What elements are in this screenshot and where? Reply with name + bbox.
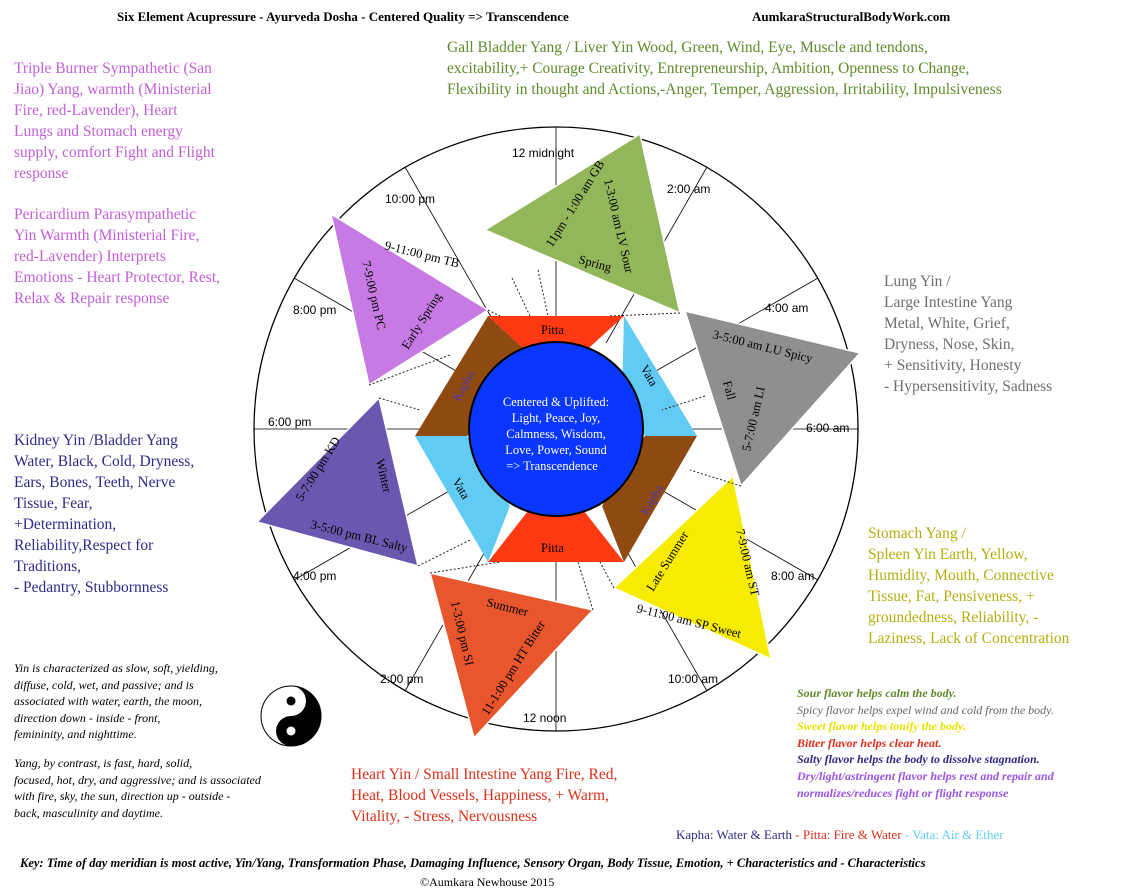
kapha-left-segment [415, 316, 532, 436]
yin-yang-icon [260, 685, 322, 747]
flavor-salty: Salty flavor helps the body to dissolve … [797, 752, 1040, 767]
yin-description: Yin is characterized as slow, soft, yiel… [14, 661, 218, 741]
clock-label-8am: 8:00 am [771, 569, 814, 583]
center-line-4: Love, Power, Sound [505, 443, 607, 457]
center-line-5: => Transcendence [506, 459, 598, 473]
water-triangle [255, 396, 420, 568]
kidney-description: Kidney Yin /Bladder Yang Water, Black, C… [14, 432, 195, 596]
flavor-astringent: Dry/light/astringent flavor helps rest a… [797, 768, 1054, 783]
yang-description: Yang, by contrast, is fast, hard, solid,… [14, 756, 261, 820]
center-line-1: Centered & Uplifted: [503, 395, 609, 409]
clock-label-2pm: 2:00 pm [380, 672, 423, 686]
lavender-triangle [329, 212, 490, 387]
metal-triangle [683, 309, 862, 488]
dosha-vata-legend: Vata: Air & Ether [912, 827, 1004, 842]
clock-label-4am: 4:00 am [765, 301, 808, 315]
pericardium-description: Pericardium Parasympathetic Yin Warmth (… [14, 206, 221, 307]
clock-label-10pm: 10:00 pm [385, 192, 435, 206]
clock-label-noon: 12 noon [523, 711, 566, 725]
clock-label-2am: 2:00 am [667, 182, 710, 196]
flavor-sweet: Sweet flavor helps tonify the body. [797, 719, 966, 734]
site-url: AumkaraStructuralBodyWork.com [752, 9, 951, 24]
dotted-guides [368, 269, 742, 611]
heart-description: Heart Yin / Small Intestine Yang Fire, R… [351, 766, 618, 825]
dosha-legend: Kapha: Water & Earth - Pitta: Fire & Wat… [676, 827, 1004, 842]
earth-triangle [612, 474, 773, 661]
pitta-top-label: Pitta [541, 323, 564, 337]
key-text: Key: Time of day meridian is most active… [20, 856, 926, 870]
copyright: ©Aumkara Newhouse 2015 [420, 875, 555, 889]
flavor-spicy: Spicy flavor helps expel wind and cold f… [797, 702, 1054, 717]
dosha-pitta-legend: Pitta: Fire & Water [802, 827, 902, 842]
center-circle [468, 341, 644, 517]
fire-triangle [428, 571, 595, 740]
triple-burner-description: Triple Burner Sympathetic (San Jiao) Yan… [14, 60, 215, 182]
wood-triangle [483, 132, 682, 315]
flavor-bitter: Bitter flavor helps clear heat. [797, 735, 942, 750]
dosha-kapha-legend: Kapha: Water & Earth [676, 827, 793, 842]
gallbladder-liver-description: Gall Bladder Yang / Liver Yin Wood, Gree… [447, 39, 1002, 98]
clock-label-midnight: 12 midnight [512, 146, 575, 160]
clock-label-8pm: 8:00 pm [293, 303, 336, 317]
pitta-top-segment [488, 316, 624, 356]
clock-label-10am: 10:00 am [668, 672, 718, 686]
flavor-sour: Sour flavor helps calm the body. [797, 686, 957, 700]
clock-label-4pm: 4:00 pm [293, 569, 336, 583]
center-line-3: Calmness, Wisdom, [506, 427, 606, 441]
pitta-bottom-segment [488, 506, 624, 562]
lung-description: Lung Yin / Large Intestine Yang Metal, W… [884, 273, 1053, 395]
clock-label-6am: 6:00 am [806, 421, 849, 435]
flavor-astringent-cont: normalizes/reduces fight or flight respo… [797, 785, 1009, 800]
pitta-bottom-label: Pitta [541, 541, 564, 555]
flavor-legend: Sour flavor helps calm the body. Spicy f… [797, 685, 1054, 801]
metal-season: Fall [720, 379, 739, 402]
stomach-description: Stomach Yang / Spleen Yin Earth, Yellow,… [868, 525, 1070, 647]
page-title: Six Element Acupressure - Ayurveda Dosha… [117, 9, 569, 24]
center-line-2: Light, Peace, Joy, [512, 411, 600, 425]
clock-label-6pm: 6:00 pm [268, 415, 311, 429]
